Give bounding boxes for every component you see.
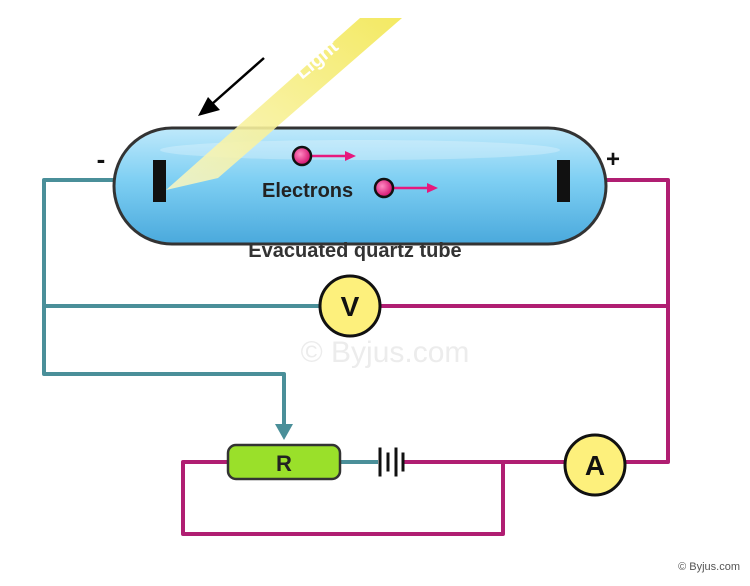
credit-text: © Byjus.com (678, 561, 740, 573)
resistor-label: R (276, 451, 292, 476)
electron-2 (373, 177, 438, 199)
cathode-sign: - (97, 144, 106, 174)
resistor: R (226, 443, 342, 481)
ammeter-label: A (585, 450, 605, 481)
tube-label: Evacuated quartz tube (248, 240, 461, 262)
teal-wire (42, 178, 378, 464)
slider-arrow-head (275, 424, 293, 440)
voltmeter-label: V (341, 291, 360, 322)
light-arrow-head (198, 97, 220, 116)
anode-sign: + (606, 146, 620, 173)
voltmeter: V (318, 274, 382, 338)
battery (378, 447, 405, 477)
magenta-wire (181, 178, 670, 536)
light-beam (166, 18, 402, 190)
anode-plate (557, 160, 570, 202)
ammeter: A (563, 433, 627, 497)
electrons-label: Electrons (262, 180, 353, 202)
electron-1 (291, 145, 356, 167)
cathode-plate (153, 160, 166, 202)
tube-highlight (160, 140, 560, 160)
light-arrow (211, 57, 265, 105)
watermark: © Byjus.com (301, 336, 470, 369)
